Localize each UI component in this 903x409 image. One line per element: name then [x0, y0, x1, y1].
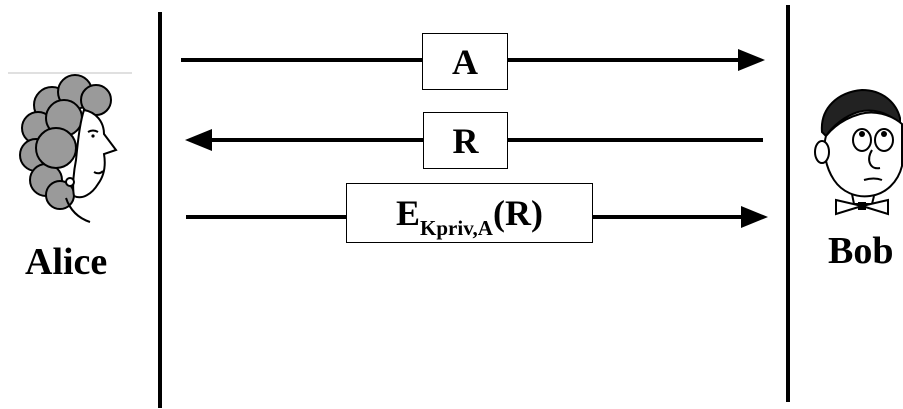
bob-portrait	[814, 88, 903, 216]
message-box-1: A	[422, 33, 508, 90]
alice-portrait	[8, 72, 132, 223]
message-label-1: A	[452, 41, 478, 82]
bob-label: Bob	[828, 230, 894, 272]
alice-label: Alice	[25, 241, 108, 283]
message-label-3: EKpriv,A(R)	[396, 193, 543, 240]
message-label-2: R	[452, 120, 479, 161]
message-box-2: R	[423, 112, 508, 169]
message-box-3: EKpriv,A(R)	[346, 183, 593, 243]
